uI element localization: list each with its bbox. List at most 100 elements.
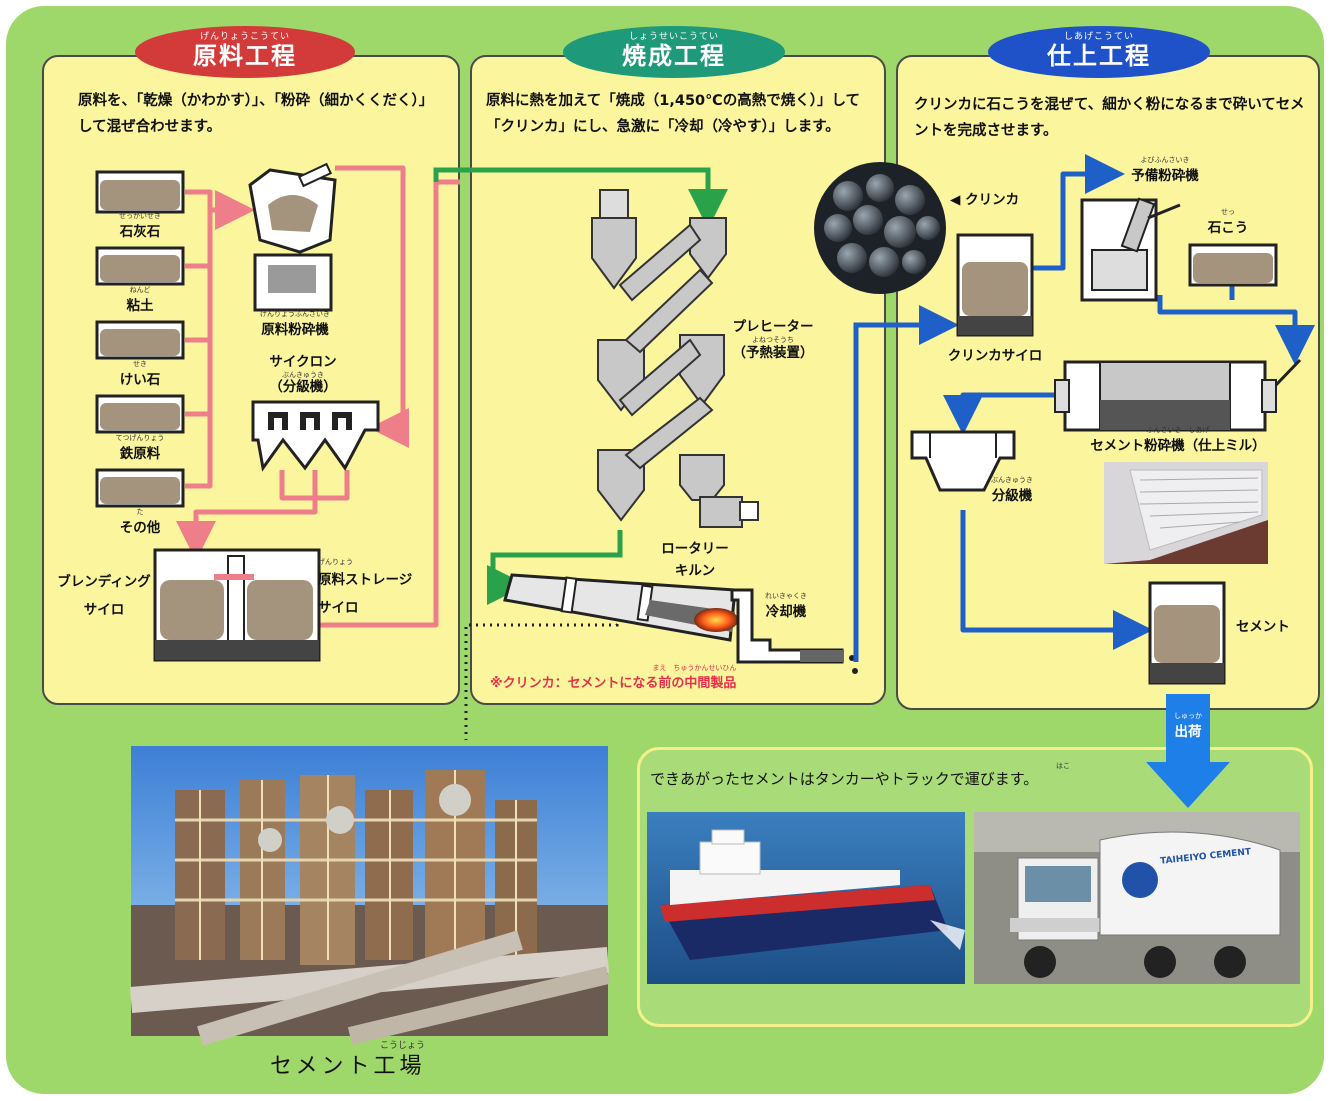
- clay-ruby: ねんど: [129, 286, 151, 294]
- kiln-text-2: キルン: [674, 563, 716, 579]
- clinker-silo: [956, 233, 1034, 337]
- shipping-caption-text: できあがったセメントはタンカーやトラックで運びます。: [650, 770, 1039, 788]
- burn-title-text: 焼成工程: [622, 42, 726, 70]
- raw-crusher-text: 原料粉砕機: [261, 322, 329, 338]
- limestone-text: 石灰石: [119, 224, 161, 240]
- finishing-process-title: しあげこうてい 仕上工程: [988, 26, 1210, 78]
- cyclone-ruby: ぶんきゅうき: [282, 371, 324, 379]
- rotary-kiln-label: ロータリー キルン: [650, 538, 740, 582]
- gypsum-label: せっ 石こう: [1198, 208, 1258, 236]
- cyclone-text-2: （分級機）: [269, 379, 337, 395]
- burn-title-ruby: しょうせいこうてい: [628, 32, 719, 42]
- separator-label: ぶんきゅうき 分級機: [982, 476, 1042, 504]
- cement-mill-ruby: ふんさいき しあげ: [1146, 426, 1210, 434]
- clinker-tag: ◀ クリンカ: [950, 192, 1020, 208]
- other-label: た その他: [105, 508, 175, 536]
- cooler-to-silo-line: [853, 305, 959, 662]
- pre-crusher-machine: [1080, 197, 1181, 302]
- cooler-text: 冷却機: [765, 604, 807, 620]
- raw-to-preheater-line: [433, 167, 728, 229]
- blending-text-1: ブレンディング: [57, 574, 151, 590]
- preheater-text-1: プレヒーター: [732, 319, 814, 335]
- raw-crusher-ruby: げんりょうふんさいき: [260, 310, 330, 318]
- finish-title-ruby: しあげこうてい: [1063, 32, 1134, 42]
- raw-material-bins: [95, 170, 185, 508]
- cyclone-separator: [251, 400, 380, 472]
- limestone-label: せっかいせき 石灰石: [110, 212, 170, 240]
- shipping-arrow-ruby: しゅっか: [1174, 712, 1202, 720]
- cyclone-text-1: サイクロン: [269, 354, 337, 370]
- limestone-ruby: せっかいせき: [119, 212, 161, 220]
- shipping-caption: できあがったセメントはタンカーやトラックで運びます。: [650, 768, 1038, 789]
- shipping-caption-ruby: はこ: [1056, 762, 1070, 770]
- storage-text-2: サイロ: [318, 600, 359, 616]
- blending-silo-label: ブレンディング サイロ: [54, 568, 154, 624]
- cement-silo: [1148, 581, 1226, 685]
- raw-title-ruby: げんりょうこうてい: [199, 32, 290, 42]
- preheater-text-2: （予熱装置）: [732, 345, 814, 361]
- storage-ruby: げんりょう: [318, 558, 353, 566]
- iron-bin: [95, 394, 185, 434]
- blending-storage-silo: [153, 548, 321, 662]
- finish-flow-lines: [943, 154, 1315, 650]
- clinker-silo-label: クリンカサイロ: [947, 348, 1043, 364]
- factory-caption: セメント工場: [270, 1054, 426, 1079]
- iron-text: 鉄原料: [119, 446, 161, 462]
- gypsum-text: 石こう: [1207, 220, 1249, 236]
- silica-bin: [95, 320, 185, 360]
- clinker-note: まえ ちゅうかんせいひん ※クリンカ：セメントになる前の中間製品: [490, 664, 736, 691]
- cement-mill-machine: [1054, 358, 1302, 432]
- cyclone-label: サイクロン ぶんきゅうき （分級機）: [248, 354, 358, 396]
- cement-mill-label: ふんさいき しあげ セメント粉砕機（仕上ミル）: [1078, 426, 1278, 454]
- clinker-note-ruby: まえ ちゅうかんせいひん: [652, 664, 737, 672]
- preheater-tower: [591, 189, 759, 528]
- cement-silo-label: セメント: [1236, 619, 1290, 635]
- iron-ruby: てつげんりょう: [115, 434, 165, 442]
- preheater-label: プレヒーター よねつそうち （予熱装置）: [718, 318, 828, 362]
- rotary-kiln: [503, 573, 738, 642]
- other-text: その他: [119, 520, 161, 536]
- cooler-label: れいきゃくき 冷却機: [756, 592, 816, 620]
- gypsum-bin: [1188, 243, 1278, 287]
- raw-flow-lines: [176, 165, 460, 628]
- shipping-arrow-text: 出荷: [1174, 724, 1202, 740]
- clinker-note-text: ※クリンカ：セメントになる前の中間製品: [490, 676, 737, 691]
- finish-description: クリンカに石こうを混ぜて、細かく粉になるまで砕いてセメントを完成させます。: [914, 97, 1305, 139]
- kiln-text-1: ロータリー: [661, 541, 729, 557]
- silica-ruby: せき: [133, 360, 147, 368]
- mill-interior-photo: [1104, 462, 1268, 564]
- burning-process-title: しょうせいこうてい 焼成工程: [563, 26, 785, 78]
- pre-crusher-ruby: よびふんさいき: [1140, 156, 1190, 164]
- other-bin: [95, 468, 185, 508]
- clay-text: 粘土: [126, 298, 154, 314]
- silica-text: けい石: [119, 372, 161, 388]
- preheater-to-kiln-line: [487, 530, 623, 605]
- pre-crusher-label: よびふんさいき 予備粉砕機: [1120, 156, 1210, 184]
- limestone-bin: [95, 170, 185, 214]
- clay-label: ねんど 粘土: [110, 286, 170, 314]
- raw-title-text: 原料工程: [193, 42, 297, 70]
- pre-crusher-text: 予備粉砕機: [1131, 168, 1199, 184]
- blending-text-2: サイロ: [83, 602, 125, 618]
- storage-silo-label: げんりょう 原料ストレージ サイロ: [318, 558, 428, 622]
- raw-crusher-machine: [248, 162, 337, 312]
- raw-description: 原料を、「乾燥（かわかす）」、「粉砕（細かくくだく）」して混ぜ合わせます。: [78, 93, 434, 135]
- shipping-arrow-label: しゅっか 出荷: [1162, 712, 1214, 740]
- gypsum-ruby: せっ: [1221, 208, 1235, 216]
- truck-image: [974, 812, 1300, 984]
- iron-label: てつげんりょう 鉄原料: [105, 434, 175, 462]
- tanker-image: [647, 812, 965, 984]
- separator-ruby: ぶんきゅうき: [991, 476, 1033, 484]
- separator-text: 分級機: [991, 488, 1033, 504]
- silica-label: せき けい石: [110, 360, 170, 388]
- finish-title-text: 仕上工程: [1047, 42, 1151, 70]
- separator-machine: [910, 430, 1016, 492]
- clinker-cooler: [730, 588, 858, 674]
- clinker-photo: [814, 162, 946, 294]
- cement-factory-photo: [129, 746, 611, 1046]
- shipping-arrow-overlay: [1146, 694, 1230, 808]
- cooler-ruby: れいきゃくき: [765, 592, 807, 600]
- burn-description: 原料に熱を加えて「焼成（1,450℃の高熱で焼く）」して「クリンカ」にし、急激に…: [486, 93, 861, 135]
